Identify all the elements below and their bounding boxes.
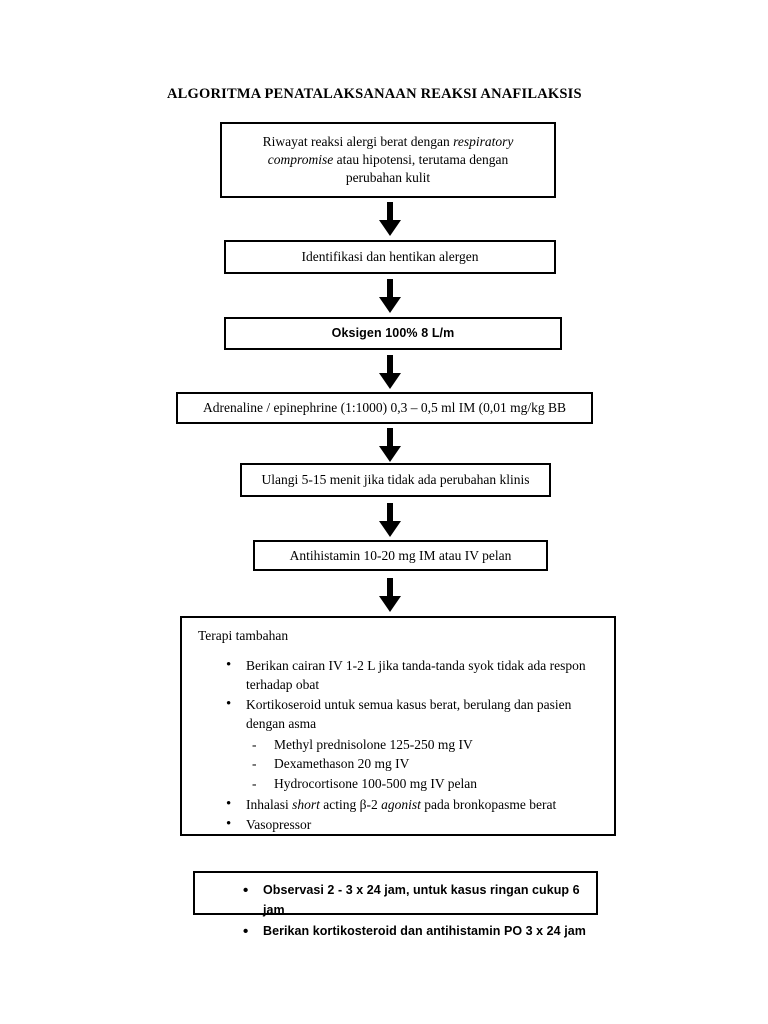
- flow-box-identifikasi: Identifikasi dan hentikan alergen: [224, 240, 556, 274]
- kortikosteroid-sublist: Methyl prednisolone 125-250 mg IV Dexame…: [194, 735, 602, 794]
- flow-box-adrenaline-text: Adrenaline / epinephrine (1:1000) 0,3 – …: [203, 400, 566, 416]
- down-arrow-glyph: [379, 503, 401, 537]
- down-arrow-glyph: [379, 355, 401, 389]
- flow-box-observasi: Observasi 2 - 3 x 24 jam, untuk kasus ri…: [193, 871, 598, 944]
- list-item: Observasi 2 - 3 x 24 jam, untuk kasus ri…: [205, 879, 586, 921]
- flow-box-riwayat-text: Riwayat reaksi alergi berat dengan respi…: [257, 133, 520, 186]
- page-title: ALGORITMA PENATALAKSANAAN REAKSI ANAFILA…: [167, 86, 582, 102]
- down-arrow-icon: [377, 578, 403, 614]
- inhalasi-d: agonist: [381, 796, 421, 812]
- down-arrow-icon: [377, 202, 403, 238]
- riwayat-line1-b: respiratory: [453, 134, 514, 150]
- terapi-tambahan-list-2: Inhalasi short acting β-2 agonist pada b…: [194, 794, 602, 836]
- list-item: Hydrocortisone 100-500 mg IV pelan: [194, 774, 602, 794]
- flow-box-oksigen: Oksigen 100% 8 L/m: [224, 317, 562, 350]
- flow-box-identifikasi-text: Identifikasi dan hentikan alergen: [301, 249, 479, 265]
- flow-box-riwayat: Riwayat reaksi alergi berat dengan respi…: [220, 122, 556, 198]
- inhalasi-a: Inhalasi: [246, 796, 293, 812]
- inhalasi-c: acting β-2: [319, 796, 382, 812]
- observasi-list: Observasi 2 - 3 x 24 jam, untuk kasus ri…: [205, 879, 586, 944]
- flow-box-ulangi: Ulangi 5-15 menit jika tidak ada perubah…: [240, 463, 551, 497]
- down-arrow-icon: [377, 503, 403, 539]
- list-item: Inhalasi short acting β-2 agonist pada b…: [194, 794, 602, 815]
- down-arrow-icon: [377, 355, 403, 391]
- riwayat-line2-b: atau hipotensi, terutama dengan: [333, 152, 509, 168]
- inhalasi-e: pada bronkopasme berat: [420, 796, 557, 812]
- inhalasi-b: short: [292, 796, 320, 812]
- down-arrow-icon: [377, 279, 403, 315]
- down-arrow-glyph: [379, 279, 401, 313]
- list-item: Dexamethason 20 mg IV: [194, 754, 602, 774]
- flow-box-terapi-tambahan: Terapi tambahan Berikan cairan IV 1-2 L …: [180, 616, 616, 836]
- terapi-tambahan-list: Berikan cairan IV 1-2 L jika tanda-tanda…: [194, 655, 602, 734]
- down-arrow-glyph: [379, 578, 401, 612]
- flow-box-adrenaline: Adrenaline / epinephrine (1:1000) 0,3 – …: [176, 392, 593, 424]
- list-item: Kortikoseroid untuk semua kasus berat, b…: [194, 694, 602, 733]
- riwayat-line1-a: Riwayat reaksi alergi berat dengan: [262, 134, 454, 150]
- down-arrow-glyph: [379, 428, 401, 462]
- down-arrow-icon: [377, 428, 403, 464]
- flow-box-oksigen-text: Oksigen 100% 8 L/m: [331, 326, 455, 341]
- flow-box-antihistamin-text: Antihistamin 10-20 mg IM atau IV pelan: [289, 547, 512, 563]
- list-item: Berikan kortikosteroid dan antihistamin …: [205, 919, 586, 944]
- flow-box-antihistamin: Antihistamin 10-20 mg IM atau IV pelan: [253, 540, 548, 571]
- riwayat-line3: perubahan kulit: [345, 169, 431, 185]
- list-item: Methyl prednisolone 125-250 mg IV: [194, 735, 602, 755]
- list-item: Vasopressor: [194, 814, 602, 835]
- flow-box-ulangi-text: Ulangi 5-15 menit jika tidak ada perubah…: [261, 472, 530, 488]
- terapi-tambahan-heading: Terapi tambahan: [198, 628, 289, 643]
- riwayat-line2-a: compromise: [267, 152, 334, 168]
- list-item: Berikan cairan IV 1-2 L jika tanda-tanda…: [194, 655, 602, 694]
- down-arrow-glyph: [379, 202, 401, 236]
